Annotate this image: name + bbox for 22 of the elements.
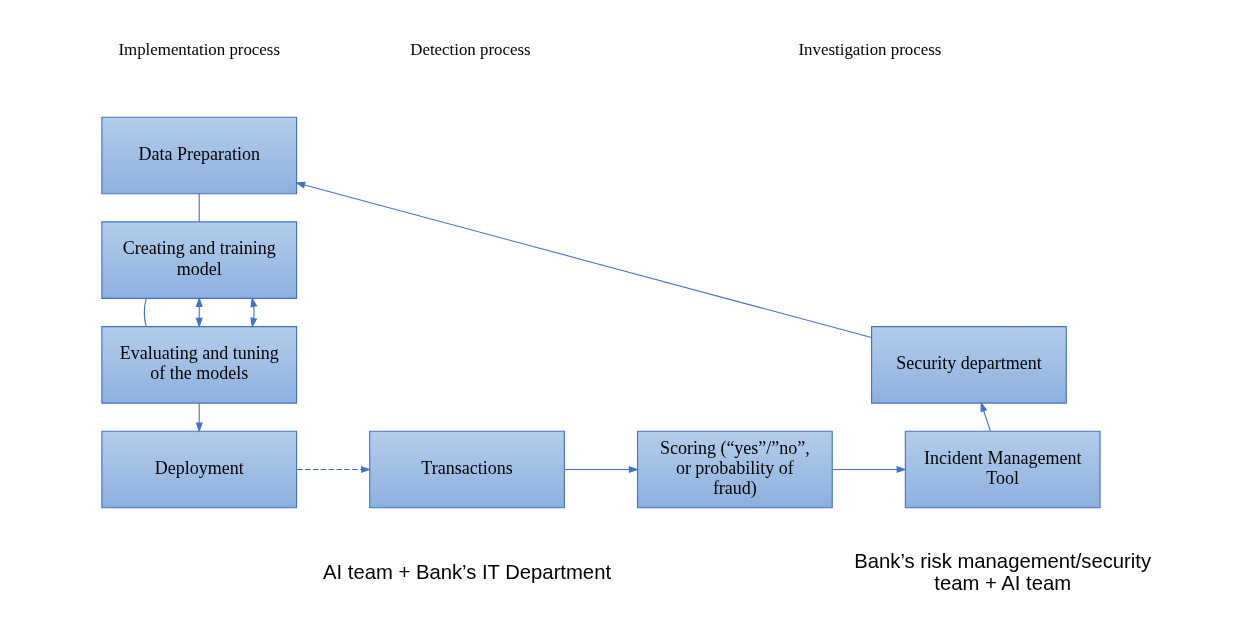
node-box: Transactions — [368, 430, 565, 509]
node-box: Incident Management Tool — [904, 430, 1101, 509]
node-box: Evaluating and tuning of the models — [100, 326, 297, 404]
node-box: Creating and training model — [100, 221, 297, 299]
label: Investigation process — [798, 39, 941, 59]
arrow — [294, 181, 872, 338]
label: Implementation process — [117, 39, 280, 59]
node-box: Scoring (“yes”/”no”, or probability of fraud) — [636, 430, 833, 509]
label: Detection process — [409, 39, 531, 59]
arrow — [563, 465, 639, 474]
label: Bank’s risk management/security team + AI team — [853, 549, 1151, 595]
node-box: Deployment — [100, 430, 297, 509]
arrow — [249, 296, 257, 328]
node-box: Data Preparation — [100, 116, 297, 195]
arrow — [195, 402, 203, 433]
arrow — [831, 465, 907, 474]
connector — [143, 298, 147, 327]
arrow — [980, 401, 991, 432]
label: AI team + Bank’s IT Department — [322, 561, 611, 584]
arrow — [295, 465, 371, 474]
connector — [198, 193, 200, 223]
node-box: Security department — [870, 326, 1067, 404]
